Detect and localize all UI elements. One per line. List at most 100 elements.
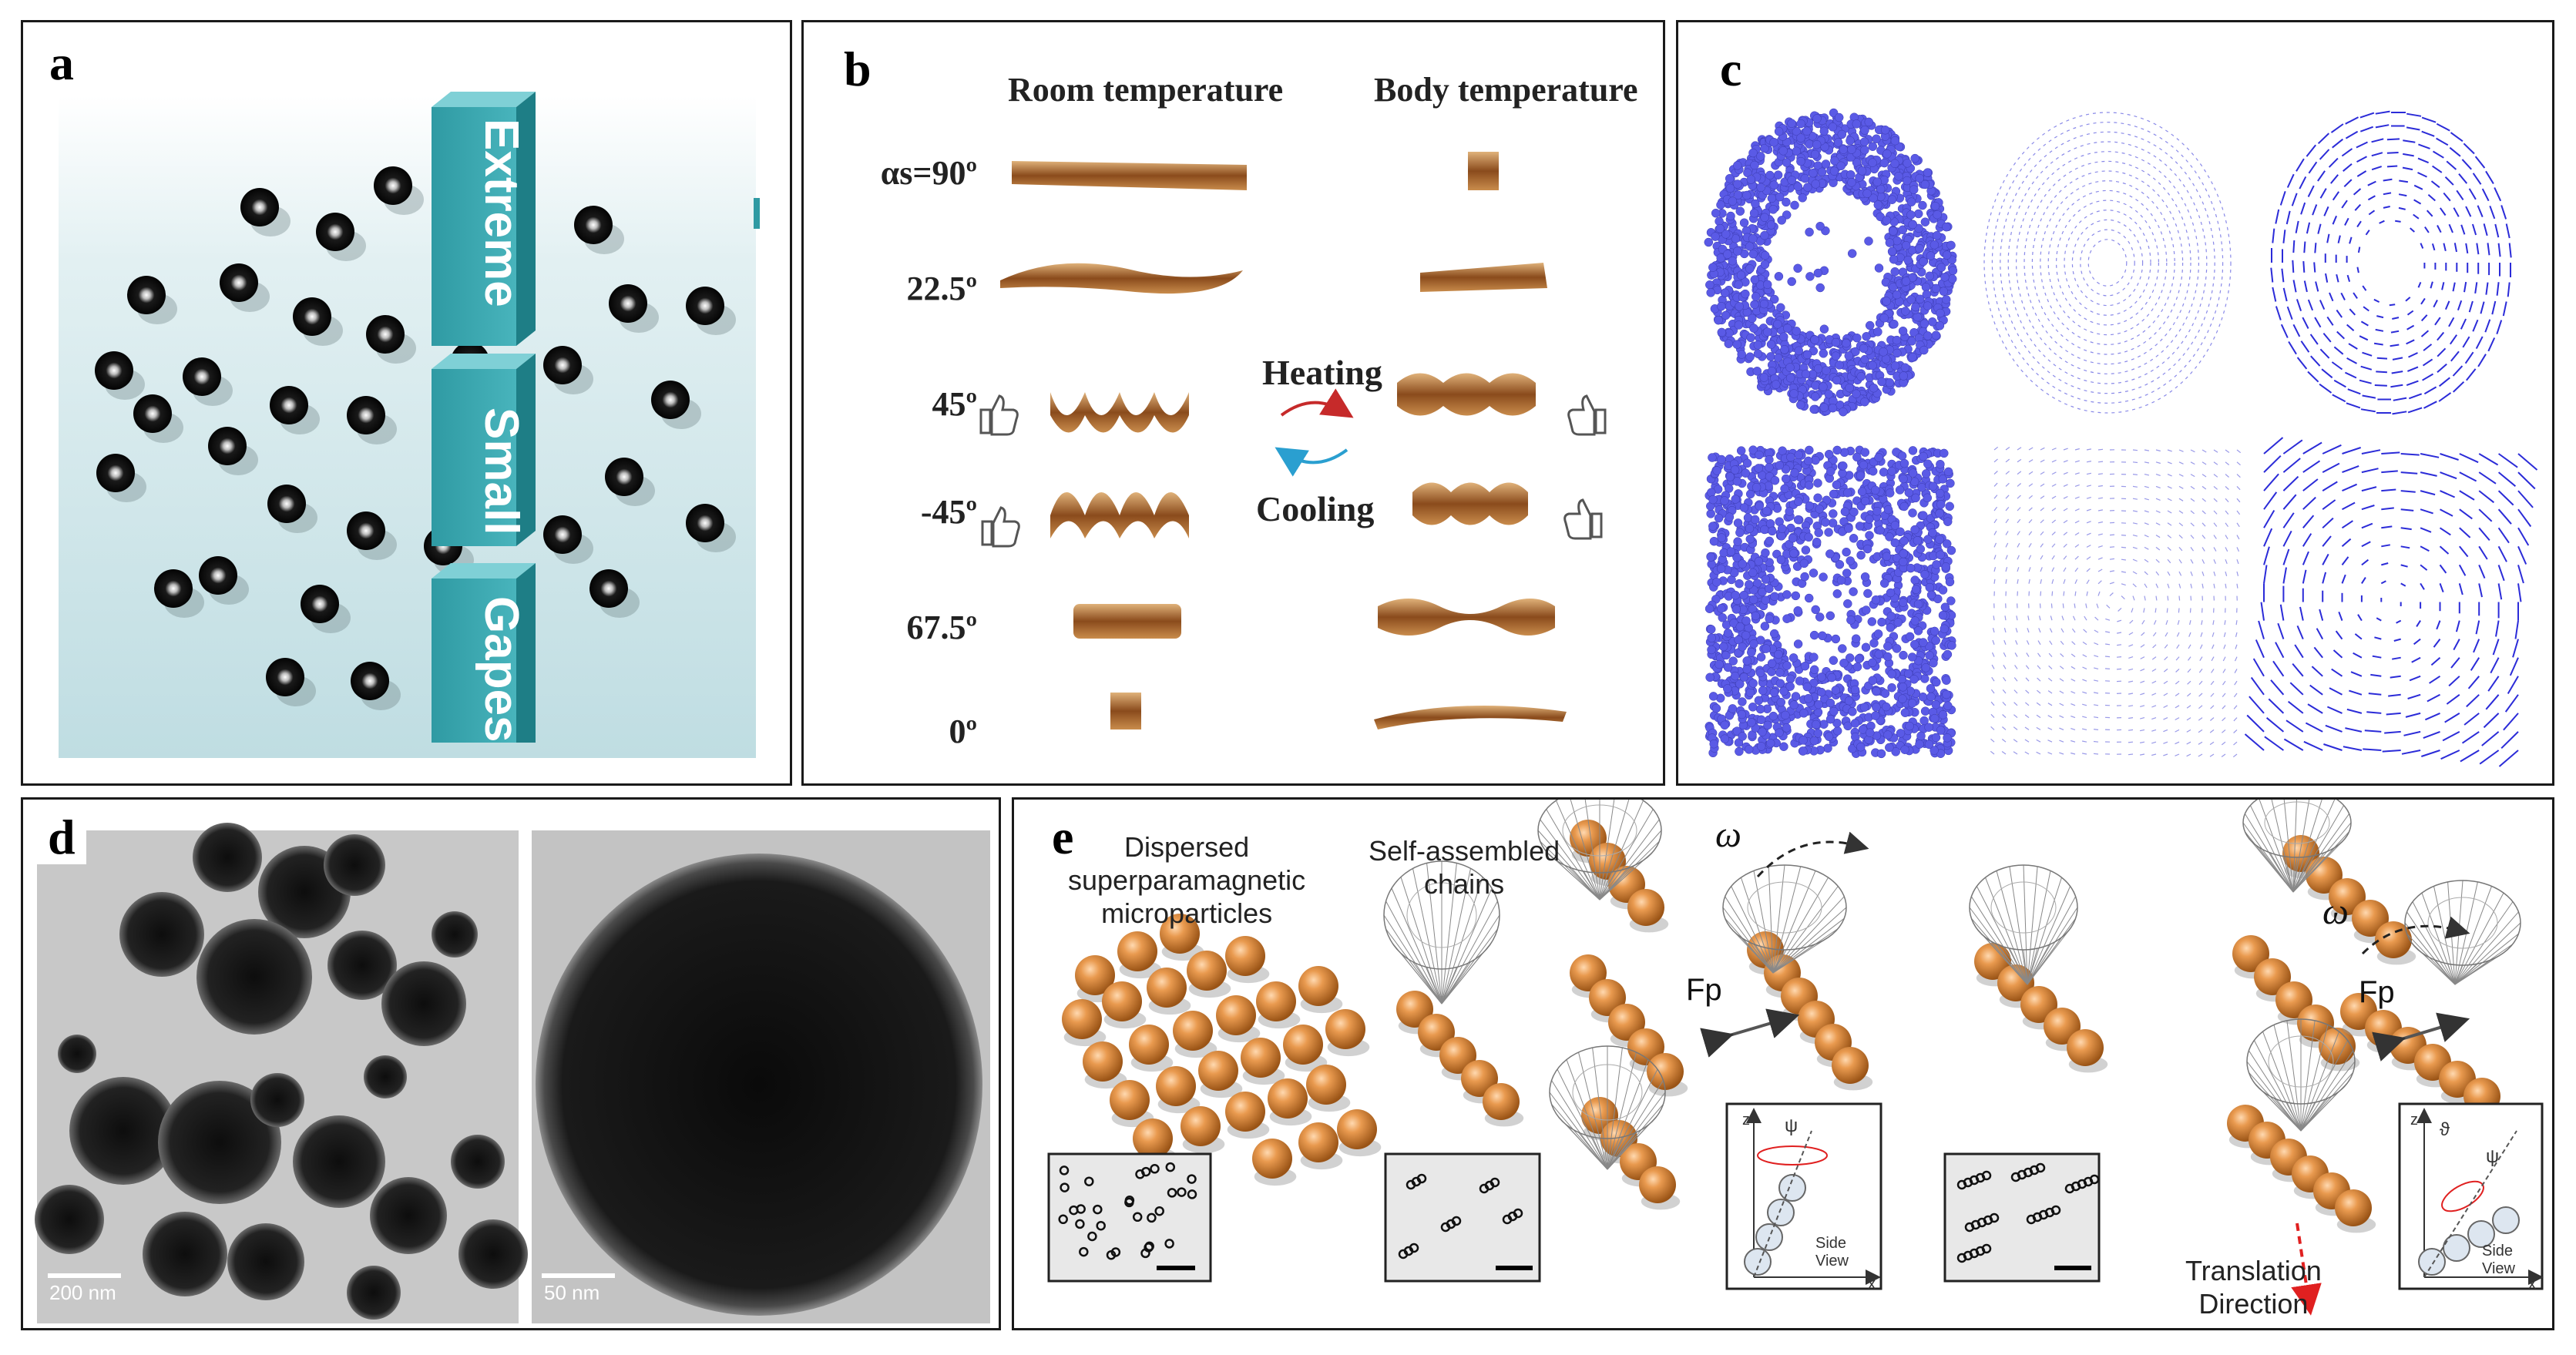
side-view-theta: ϑ (2440, 1119, 2450, 1140)
angle-label-5: 67.5º (906, 609, 977, 646)
column-header-body: Body temperature (1374, 71, 1638, 109)
prism-column (432, 92, 536, 743)
side-view-psi: ψ (1785, 1115, 1798, 1136)
black-particle (686, 504, 724, 542)
rotation-cones (1383, 800, 2521, 1170)
black-particle (374, 166, 412, 205)
scale-bar-label-right: 50 nm (544, 1281, 600, 1304)
panel-label-c: c (1709, 42, 1753, 97)
force-arrow (2372, 1012, 2470, 1062)
nanoparticle (370, 1177, 447, 1254)
nanoparticle (250, 1073, 304, 1127)
microparticle (1298, 1122, 1338, 1162)
black-particle (609, 284, 647, 323)
panel-b-ribbons (979, 152, 1607, 729)
microparticle (1298, 966, 1338, 1006)
microparticle (2335, 1189, 2372, 1226)
microparticle (1283, 1025, 1323, 1065)
microparticle (1083, 1041, 1123, 1082)
microparticle (1483, 1083, 1520, 1120)
ellipse-displacement-plot (1983, 112, 2232, 414)
nanoparticle (432, 911, 478, 958)
black-particle (574, 206, 613, 244)
side-view-axis-x: x (2528, 1276, 2536, 1293)
microparticle (2375, 921, 2412, 958)
microparticle (1974, 943, 2011, 980)
fp-symbol: Fp (2359, 975, 2395, 1009)
fp-symbol: Fp (1686, 973, 1722, 1007)
black-particle (270, 386, 308, 424)
inset-micrograph-1 (1047, 1152, 1212, 1283)
ribbon-body-67 (1378, 599, 1555, 636)
thumbs-up-icon (981, 506, 1020, 548)
caption-dispersed: Dispersed superparamagnetic microparticl… (1068, 831, 1306, 930)
microparticle (1647, 1053, 1684, 1090)
ellipse-particle-plot (1704, 108, 1958, 417)
side-view-axis-z: z (2410, 1112, 2418, 1129)
heating-arrow (1280, 388, 1354, 418)
nanoparticle (35, 1185, 104, 1254)
ellipse-vector-plot (2270, 110, 2512, 415)
inset-micrograph-2 (1384, 1152, 1541, 1283)
nanoparticle (158, 1081, 281, 1204)
black-particle (267, 485, 306, 523)
microparticle (1268, 1078, 1308, 1119)
side-view-psi: ψ (2486, 1146, 2500, 1167)
ribbon-room-90 (1012, 161, 1247, 190)
panel-e-illustration (1047, 800, 2544, 1316)
microparticle (1337, 1109, 1377, 1149)
microparticle (1181, 1106, 1221, 1146)
angle-label-1: αs=90º (880, 154, 977, 192)
black-particle (199, 556, 237, 595)
inset-micrograph-3 (1943, 1152, 2101, 1283)
microparticle (1129, 1025, 1169, 1065)
panel-a: Extreme Small Gapes a (21, 20, 792, 786)
side-view-axis-z: z (1742, 1112, 1750, 1129)
microparticle (1439, 1037, 1476, 1074)
microparticle (1147, 968, 1187, 1008)
black-particle (96, 454, 135, 492)
microparticle (1133, 1119, 1173, 1159)
ribbon-body-0 (1374, 706, 1567, 729)
panel-c: c (1676, 20, 2554, 786)
black-particle (347, 396, 385, 434)
microparticle (1627, 889, 1664, 926)
side-view-label: Side View (1815, 1235, 1849, 1269)
black-particle (220, 263, 258, 302)
square-displacement-plot (1990, 446, 2242, 758)
microparticle (2297, 1005, 2334, 1041)
translation-direction-label: Translation Direction (2185, 1255, 2322, 1320)
nanoparticle (227, 1223, 304, 1300)
black-particle (293, 297, 331, 336)
microparticle (1198, 1051, 1238, 1091)
black-particle (351, 662, 389, 700)
ribbon-body-m45 (1412, 482, 1528, 525)
ribbon-body-45 (1397, 373, 1536, 416)
ribbon-room-45 (1050, 392, 1189, 433)
microparticle (2275, 981, 2312, 1018)
omega-symbol: ω (2322, 891, 2349, 932)
panel-b: Room temperature Body temperature αs=90º… (801, 20, 1665, 786)
microparticle (2319, 1028, 2356, 1065)
microparticle (1832, 1047, 1869, 1084)
black-particle (154, 569, 193, 608)
ribbon-room-67 (1073, 604, 1181, 639)
black-particle (543, 346, 582, 384)
nanoparticle (381, 961, 466, 1046)
microparticle (1461, 1060, 1498, 1097)
microparticle (2067, 1029, 2104, 1066)
microparticle (1216, 995, 1256, 1035)
angle-label-6: 0º (949, 713, 977, 750)
microparticle (1110, 1080, 1150, 1120)
cooling-arrow (1275, 447, 1348, 477)
microparticle (1225, 1092, 1265, 1132)
black-particle (183, 357, 221, 396)
nanoparticle (196, 919, 312, 1035)
microparticle (2044, 1008, 2081, 1045)
nanoparticle (69, 1077, 177, 1185)
cooling-label: Cooling (1256, 489, 1375, 528)
black-particle (127, 276, 166, 314)
microparticle (1396, 991, 1433, 1028)
square-vector-plot (2244, 437, 2538, 767)
black-particle (605, 458, 643, 496)
